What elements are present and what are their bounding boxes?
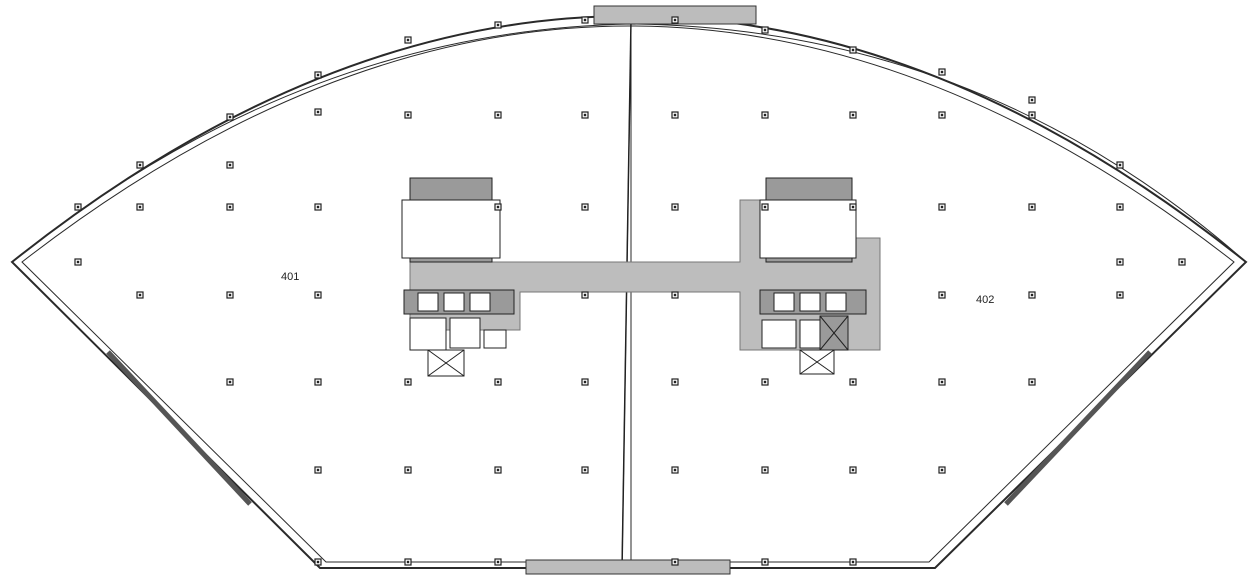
column-marker-core (1030, 293, 1034, 297)
bottom-window (525, 559, 731, 575)
column-marker-core (316, 73, 320, 77)
column-marker-core (673, 18, 677, 22)
column-marker-core (406, 113, 410, 117)
column-marker-core (406, 380, 410, 384)
column-marker-core (1118, 293, 1122, 297)
top-window (593, 5, 757, 25)
column-marker-core (940, 113, 944, 117)
left-balcony (106, 350, 252, 506)
right-balcony (1004, 350, 1152, 506)
column-marker-core (763, 113, 767, 117)
column-marker-core (673, 380, 677, 384)
column-marker-core (851, 560, 855, 564)
column-marker-core (496, 205, 500, 209)
column-marker-core (851, 113, 855, 117)
column-marker-core (496, 560, 500, 564)
column-marker-core (228, 293, 232, 297)
column-marker-core (1180, 260, 1184, 264)
column-marker-core (940, 205, 944, 209)
unit-label-401: 401 (281, 271, 299, 283)
column-marker-core (496, 113, 500, 117)
column-marker-core (583, 293, 587, 297)
column-marker-core (228, 115, 232, 119)
column-marker-core (673, 113, 677, 117)
column-marker-core (763, 205, 767, 209)
column-marker-core (763, 28, 767, 32)
column-marker-core (763, 380, 767, 384)
elevator-left-1 (417, 292, 439, 312)
column-marker-core (940, 293, 944, 297)
column-marker-core (1118, 163, 1122, 167)
column-marker-core (316, 380, 320, 384)
column-marker-core (851, 205, 855, 209)
unit-402-area[interactable] (621, 23, 1247, 569)
column-marker-core (316, 293, 320, 297)
column-marker-core (673, 293, 677, 297)
unit-label-402: 402 (976, 294, 994, 306)
column-marker-core (763, 560, 767, 564)
column-marker-core (138, 163, 142, 167)
elevator-right-2 (799, 292, 821, 312)
column-marker-core (940, 70, 944, 74)
column-marker-core (228, 380, 232, 384)
column-marker-core (228, 205, 232, 209)
column-marker-core (496, 380, 500, 384)
column-marker-core (316, 560, 320, 564)
column-grid (74, 16, 1186, 566)
column-marker-core (138, 205, 142, 209)
column-marker-core (496, 23, 500, 27)
elevator-right-3 (825, 292, 847, 312)
column-marker-core (673, 560, 677, 564)
column-marker-core (1030, 113, 1034, 117)
column-marker-core (851, 380, 855, 384)
column-marker-core (406, 468, 410, 472)
column-marker-core (406, 560, 410, 564)
elevator-right-1 (773, 292, 795, 312)
column-marker-core (673, 468, 677, 472)
column-marker-core (76, 260, 80, 264)
column-marker-core (1030, 98, 1034, 102)
column-marker-core (1118, 260, 1122, 264)
column-marker-core (763, 468, 767, 472)
inner-wall (21, 25, 1235, 563)
unit-divider (621, 19, 632, 571)
column-marker-core (673, 205, 677, 209)
column-marker-core (851, 468, 855, 472)
column-marker-core (583, 205, 587, 209)
column-marker-core (583, 18, 587, 22)
column-marker-core (940, 468, 944, 472)
core-right (759, 177, 867, 375)
column-marker-core (228, 163, 232, 167)
column-marker-core (1030, 380, 1034, 384)
column-marker-core (851, 48, 855, 52)
core-left (401, 177, 515, 377)
column-marker-core (406, 38, 410, 42)
column-marker-core (583, 380, 587, 384)
elevator-left-2 (443, 292, 465, 312)
column-marker-core (76, 205, 80, 209)
column-marker-core (316, 110, 320, 114)
column-marker-core (316, 205, 320, 209)
column-marker-core (316, 468, 320, 472)
column-marker-core (1030, 205, 1034, 209)
column-marker-core (496, 468, 500, 472)
column-marker-core (940, 380, 944, 384)
column-marker-core (138, 293, 142, 297)
column-marker-core (583, 468, 587, 472)
elevator-left-3 (469, 292, 491, 312)
column-marker-core (583, 113, 587, 117)
column-marker-core (1118, 205, 1122, 209)
